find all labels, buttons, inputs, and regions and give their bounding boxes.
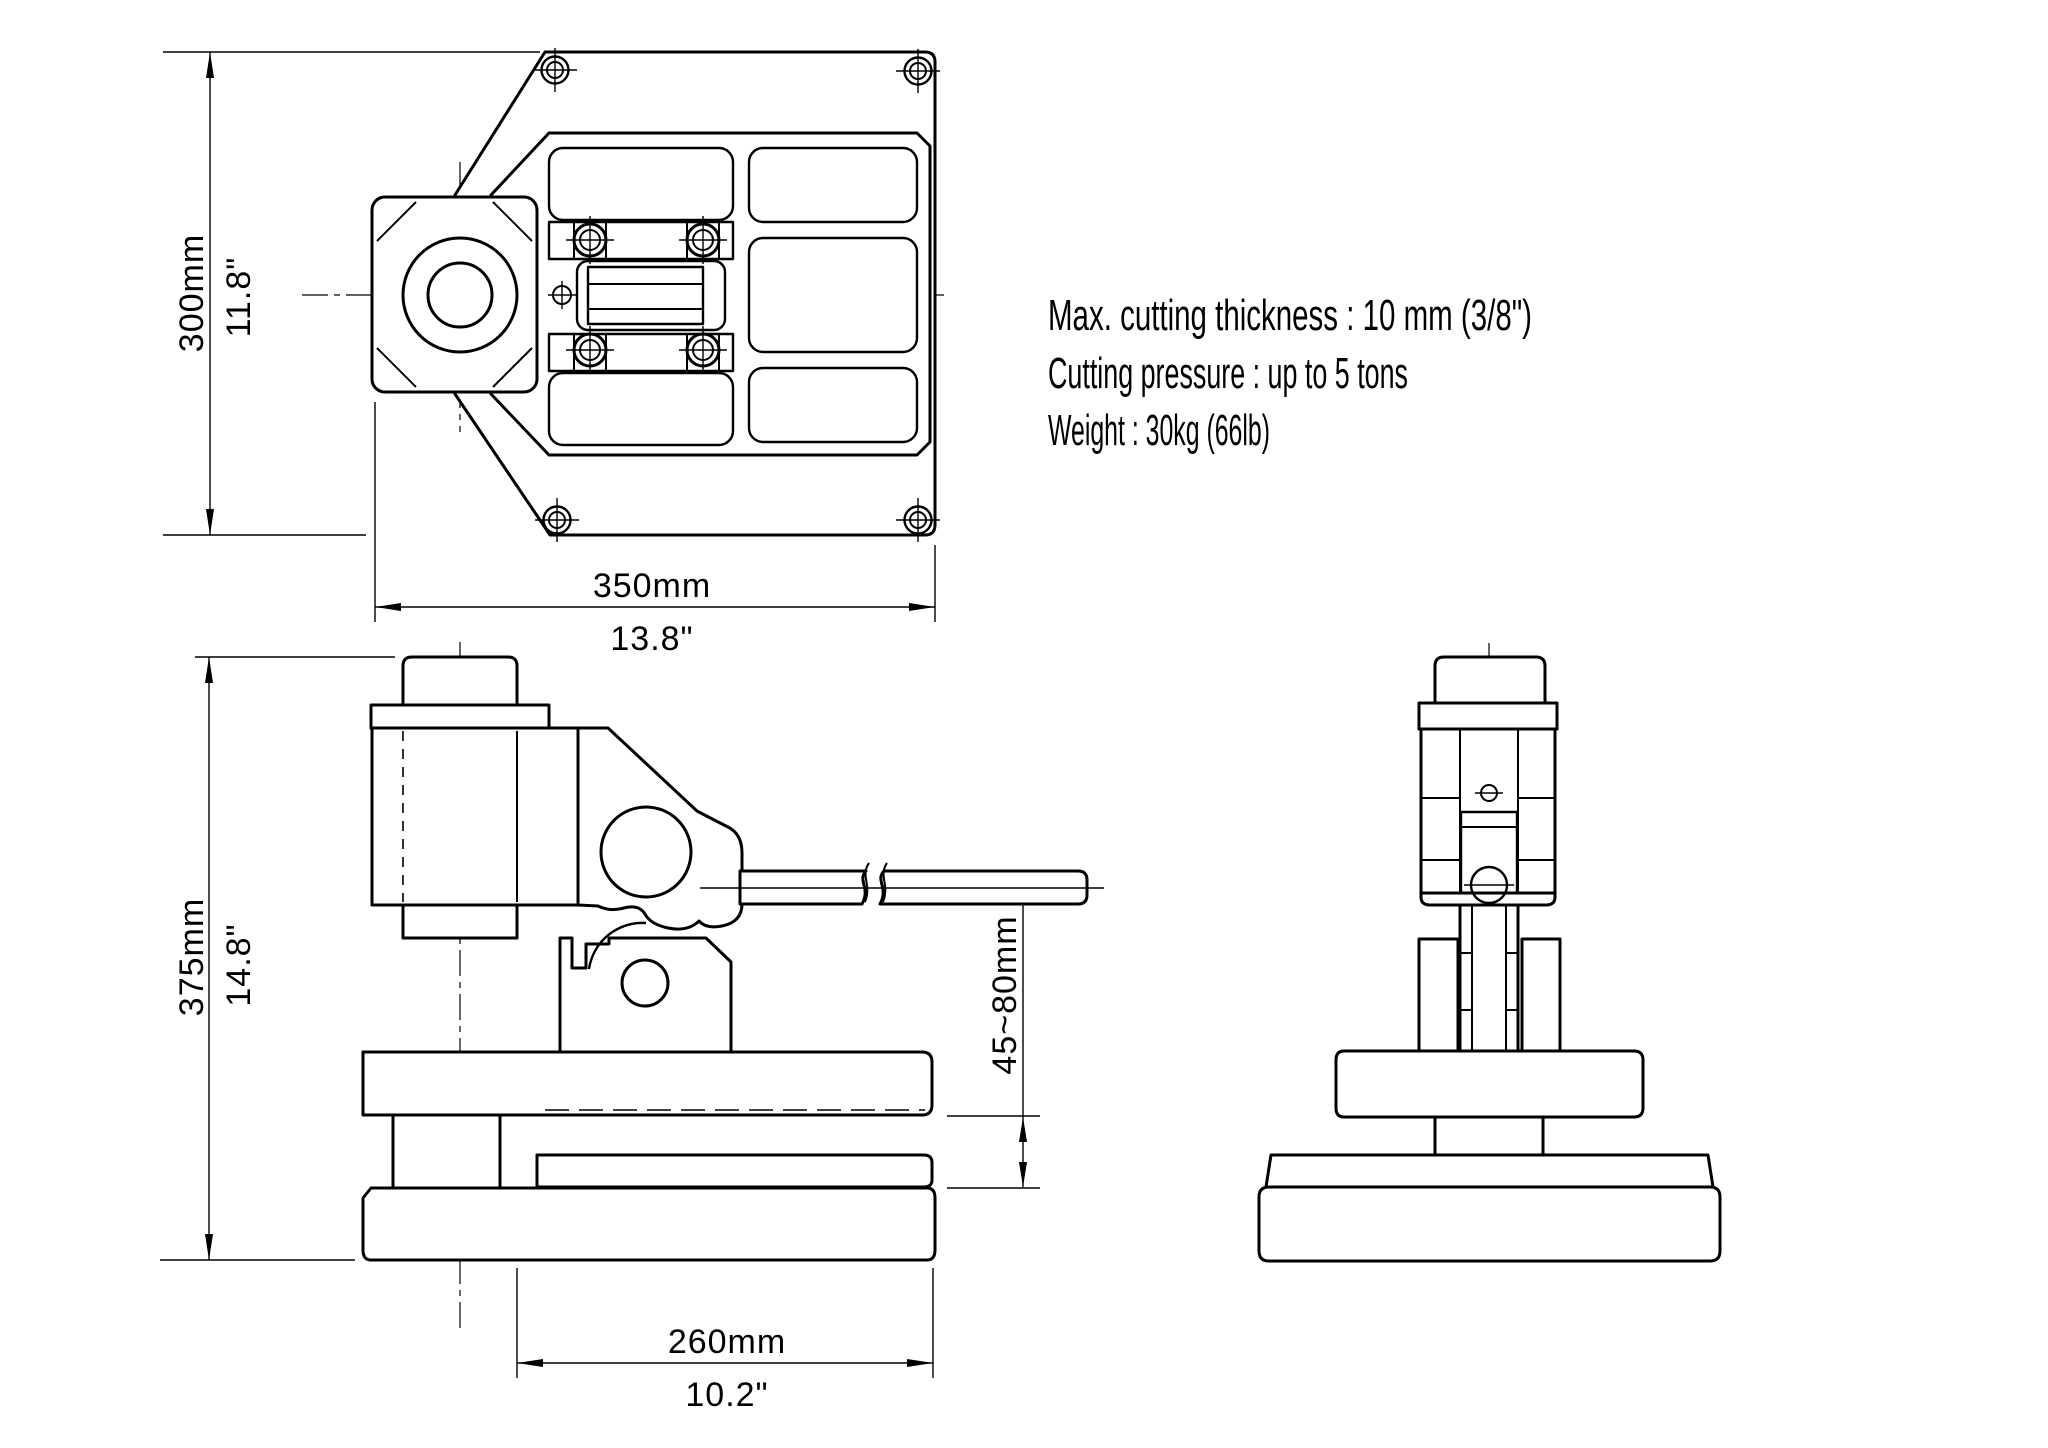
- bolt-band-lower: [547, 332, 735, 373]
- spacer-plate: [535, 1153, 934, 1189]
- side-blade-column: [1458, 903, 1520, 1053]
- corner-screw-bottom-left: [535, 498, 579, 542]
- side-base-plate: [1257, 1185, 1722, 1263]
- side-support-column: [1433, 1115, 1545, 1157]
- side-guide-right: [1520, 937, 1562, 1053]
- dim-cutting-gap-label: 45~80mm: [986, 915, 1024, 1074]
- cylinder-cap: [401, 655, 519, 707]
- base-plate: [361, 1186, 937, 1262]
- specs-text: Max. cutting thickness : 10 mm (3/8") Cu…: [1048, 291, 1532, 455]
- dimension-cutting-gap: 45~80mm: [947, 903, 1040, 1189]
- lower-jaw-block: [558, 936, 733, 1054]
- top-plate-inner: [489, 131, 932, 457]
- side-slider: [1459, 810, 1519, 895]
- corner-screw-top-left: [533, 48, 577, 92]
- spec-line-max-cutting-thickness: Max. cutting thickness : 10 mm (3/8"): [1048, 291, 1532, 340]
- bolt-top-right: [679, 216, 727, 264]
- dim-front-height-mm-label: 375mm: [173, 898, 211, 1016]
- side-body-horizontals: [1421, 797, 1555, 861]
- cylinder-flange: [369, 703, 551, 730]
- cavity-left-top: [547, 146, 735, 222]
- dim-base-width-mm-label: 260mm: [668, 1323, 786, 1361]
- dim-gap-arrow-up: [1019, 1117, 1027, 1142]
- cavity-right-bottom: [747, 366, 919, 444]
- spec-line-cutting-pressure: Cutting pressure : up to 5 tons: [1048, 349, 1408, 398]
- side-view: [1257, 643, 1722, 1263]
- dim-base-width-in-label: 10.2": [685, 1376, 768, 1414]
- dim-top-width-in-label: 13.8": [610, 620, 693, 658]
- dim-300-arrow-up: [206, 52, 214, 78]
- side-blade-ticks: [1460, 952, 1518, 1011]
- side-spacer-plate: [1264, 1153, 1715, 1189]
- dim-375-arrow-down: [205, 1234, 213, 1260]
- handle-break-marks: [864, 862, 888, 903]
- dim-front-height-in-label: 14.8": [220, 923, 258, 1006]
- side-blade-inner-lines: [1471, 905, 1507, 1051]
- dim-350-arrow-left: [375, 603, 401, 611]
- cavity-right-top: [747, 146, 919, 224]
- head-block-chamfers: [376, 201, 533, 388]
- cavity-left-bottom: [547, 371, 735, 447]
- dim-top-height-in-label: 11.8": [220, 257, 258, 338]
- side-body-lip: [1419, 891, 1557, 907]
- bolt-top-left: [566, 216, 614, 264]
- top-view: [302, 48, 948, 542]
- dim-375-arrow-up: [205, 657, 213, 683]
- bolt-bottom-right: [679, 326, 727, 374]
- blade-slot-inner: [586, 265, 705, 326]
- pilot-hole-crosshair: [548, 281, 576, 309]
- dim-260-arrow-right: [907, 1359, 933, 1367]
- support-column: [391, 1113, 502, 1190]
- dim-260-extension-lines: [516, 1268, 934, 1378]
- spec-line-weight: Weight : 30kg (66lb): [1048, 406, 1270, 455]
- dim-350-extension-lines: [374, 402, 936, 622]
- side-guide-left: [1417, 937, 1460, 1053]
- bolt-band-upper: [547, 220, 735, 261]
- cutter-head: [576, 726, 744, 931]
- dim-350-arrow-right: [909, 603, 935, 611]
- dim-300-extension-lines: [163, 51, 540, 536]
- side-cylinder-flange: [1417, 701, 1559, 731]
- head-bore-inner: [426, 261, 494, 329]
- pivot-boss: [599, 805, 693, 899]
- head-block: [370, 195, 539, 394]
- dim-300-arrow-down: [206, 509, 214, 535]
- corner-screw-top-right: [896, 49, 940, 93]
- ram-neck: [401, 903, 519, 940]
- dim-260-arrow-left: [517, 1359, 543, 1367]
- blade-slot-lines: [588, 283, 703, 310]
- bolt-bottom-left: [566, 326, 614, 374]
- cavity-right-middle: [747, 236, 919, 354]
- front-view: [361, 642, 1104, 1328]
- blade-slot-outer: [575, 259, 727, 332]
- dim-375-extension-lines: [160, 656, 395, 1261]
- dim-gap-arrow-down: [1019, 1162, 1027, 1187]
- side-cylinder-cap: [1433, 655, 1547, 705]
- dim-top-width-mm-label: 350mm: [593, 567, 711, 605]
- dimension-350mm: 350mm 13.8": [374, 402, 936, 658]
- dimension-300mm: 300mm 11.8": [163, 51, 540, 536]
- dimension-375mm: 375mm 14.8": [160, 656, 395, 1261]
- side-upper-die-plate: [1334, 1049, 1645, 1119]
- cylinder-body: [370, 726, 580, 907]
- head-bore-outer: [401, 236, 519, 354]
- dim-gap-extension-lines: [947, 1115, 1040, 1189]
- corner-screw-bottom-right: [896, 498, 940, 542]
- upper-die-plate: [361, 1050, 934, 1117]
- dim-top-height-mm-label: 300mm: [173, 234, 211, 352]
- dimension-260mm: 260mm 10.2": [516, 1268, 934, 1414]
- jaw-arc-slot: [587, 921, 647, 970]
- jaw-pin-hole: [620, 958, 670, 1008]
